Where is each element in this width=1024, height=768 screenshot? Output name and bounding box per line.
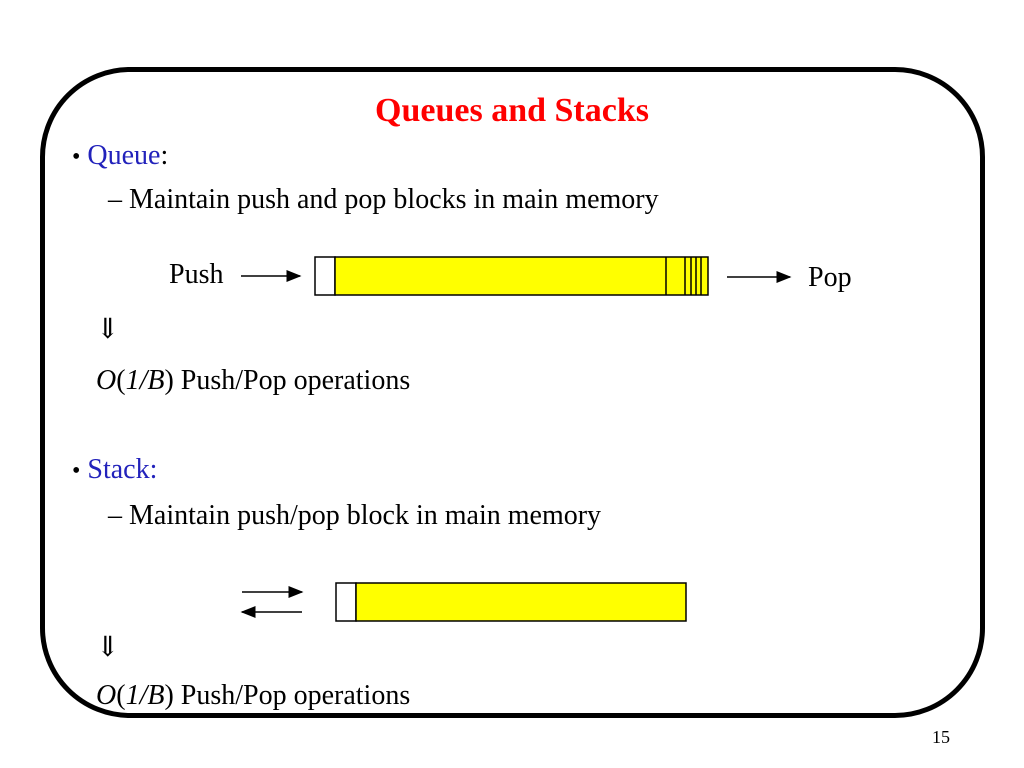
- page-number: 15: [932, 727, 950, 747]
- pop-label: Pop: [808, 262, 852, 293]
- push-label: Push: [169, 259, 224, 290]
- queue-colon: :: [160, 140, 169, 171]
- stack-buffer: [355, 582, 687, 622]
- stack-complexity: O(1/B) Push/Pop operations: [96, 682, 410, 710]
- complexity-text: Push/Pop operations: [173, 680, 411, 711]
- implies-arrow-queue: ⇓: [96, 314, 120, 345]
- queue-bullet: • Queue:: [72, 142, 168, 170]
- queue-buffer: [334, 256, 709, 296]
- big-o: O: [96, 365, 117, 396]
- bullet-dot: •: [72, 144, 81, 170]
- stack-subpoint: – Maintain push/pop block in main memory: [108, 500, 602, 531]
- slide-frame: [40, 67, 985, 718]
- big-o: O: [96, 680, 117, 711]
- bullet-dot: •: [72, 458, 81, 484]
- complexity-arg: 1/B: [125, 680, 165, 711]
- stack-push-block: [335, 582, 357, 622]
- stack-heading: Stack:: [87, 454, 158, 485]
- stack-bullet: • Stack:: [72, 456, 157, 484]
- implies-arrow-stack: ⇓: [96, 632, 120, 663]
- complexity-text: Push/Pop operations: [173, 365, 411, 396]
- paren-open: (: [116, 680, 126, 711]
- queue-subpoint: – Maintain push and pop blocks in main m…: [108, 184, 659, 215]
- queue-heading: Queue: [87, 140, 161, 171]
- complexity-arg: 1/B: [125, 365, 165, 396]
- queue-complexity: O(1/B) Push/Pop operations: [96, 367, 410, 395]
- queue-push-block: [314, 256, 336, 296]
- paren-open: (: [116, 365, 126, 396]
- paren-close: ): [164, 365, 174, 396]
- paren-close: ): [164, 680, 174, 711]
- slide-title: Queues and Stacks: [375, 92, 649, 129]
